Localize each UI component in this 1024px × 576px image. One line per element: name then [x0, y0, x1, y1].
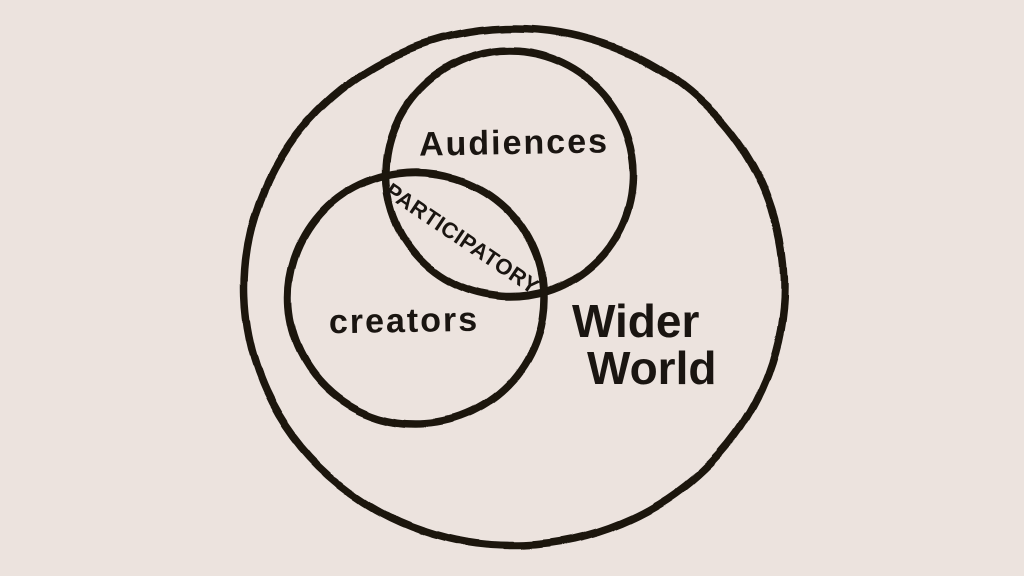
wider-world-label-line2: World: [587, 342, 717, 394]
creators-circle: [284, 168, 548, 428]
wider-world-label: Wider World: [572, 298, 716, 392]
audiences-circle: [382, 47, 638, 301]
creators-label: creators: [328, 300, 480, 342]
wider-world-circle: [240, 25, 788, 549]
wider-world-label-line1: Wider: [572, 295, 700, 347]
audiences-label: Audiences: [418, 122, 610, 164]
